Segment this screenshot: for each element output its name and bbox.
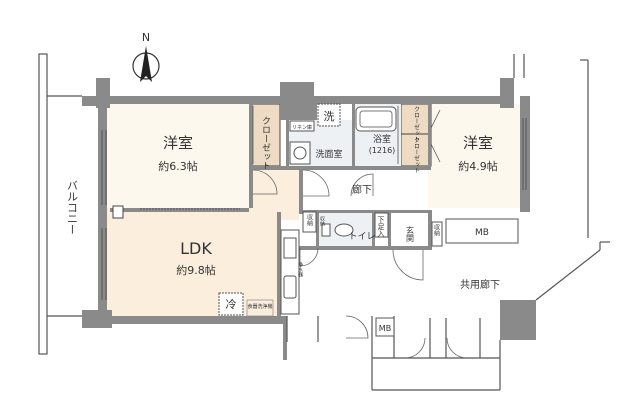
ldk-floor-kitchen — [249, 170, 299, 220]
label-closet-left: クローゼット — [260, 116, 271, 170]
closet-doors — [252, 106, 441, 164]
western-room-right-floor — [428, 104, 528, 208]
room-size-bath: (1216) — [369, 146, 396, 155]
label-water-purifier: 浄水器 — [297, 261, 303, 278]
hallway-floor — [299, 168, 428, 212]
dishwasher-box — [246, 299, 274, 317]
room-name-western-right: 洋室 — [463, 134, 493, 152]
room-size-ldk: 約9.8帖 — [176, 263, 216, 277]
label-mb-lower: MB — [379, 324, 391, 333]
toilet-tank — [321, 223, 331, 237]
label-storage-a: 収納 — [306, 214, 313, 227]
western-room-left-floor — [107, 104, 249, 208]
label-linen: リネン庫 — [292, 124, 312, 131]
sink — [283, 275, 297, 299]
stove — [283, 237, 297, 259]
linen-box — [289, 120, 315, 132]
balcony-outline — [38, 53, 82, 355]
room-name-shoe-storage: 下足入 — [377, 216, 385, 237]
bathtub-inner — [359, 110, 393, 128]
label-storage-c: 収納 — [319, 215, 325, 227]
storage-box-b — [374, 212, 389, 238]
room-name-hallway: 廊下 — [352, 183, 372, 196]
room-name-western-left: 洋室 — [163, 134, 193, 152]
compass: N — [132, 31, 160, 82]
label-fridge: 冷 — [226, 298, 237, 311]
room-name-toilet: トイレ — [348, 232, 375, 242]
fridge-box — [218, 292, 244, 316]
room-name-common-corridor: 共用廊下 — [460, 278, 500, 291]
label-dishwasher: 食器洗浄機 — [247, 303, 272, 310]
mb-lower-box — [375, 317, 395, 337]
storage-box-c — [431, 221, 443, 247]
room-name-balcony: バルコニー — [66, 180, 79, 235]
label-mb-upper: MB — [475, 228, 489, 238]
walls — [82, 78, 536, 360]
windows — [101, 118, 527, 300]
toilet-bowl — [334, 223, 354, 237]
storage-box-a — [302, 211, 317, 233]
ldk-floor — [107, 208, 279, 320]
compass-north-letter: N — [142, 31, 150, 44]
label-closet-right-bottom: クローゼット — [413, 137, 420, 173]
bathtub — [355, 106, 397, 132]
kitchen-counter — [280, 229, 300, 315]
entrance-floor — [390, 212, 430, 248]
window-box — [112, 205, 124, 219]
mb-upper-box — [445, 218, 519, 244]
room-size-western-left: 約6.3帖 — [158, 159, 198, 173]
label-closet-right-top: クローゼット — [413, 106, 420, 142]
basin-bowl — [293, 146, 307, 160]
washbasin — [289, 141, 311, 165]
room-size-western-right: 約4.9帖 — [458, 159, 498, 173]
room-name-entrance: 玄関 — [406, 225, 415, 243]
lower-structure — [286, 54, 610, 391]
room-name-washroom: 洗面室 — [315, 148, 342, 160]
label-storage-b: 収納 — [433, 224, 440, 237]
room-name-ldk: LDK — [180, 239, 212, 258]
washing-machine-box — [317, 103, 341, 127]
label-washing-machine: 洗 — [324, 110, 335, 123]
compass-arrow-icon — [140, 46, 152, 82]
room-name-bath: 浴室 — [373, 133, 391, 145]
